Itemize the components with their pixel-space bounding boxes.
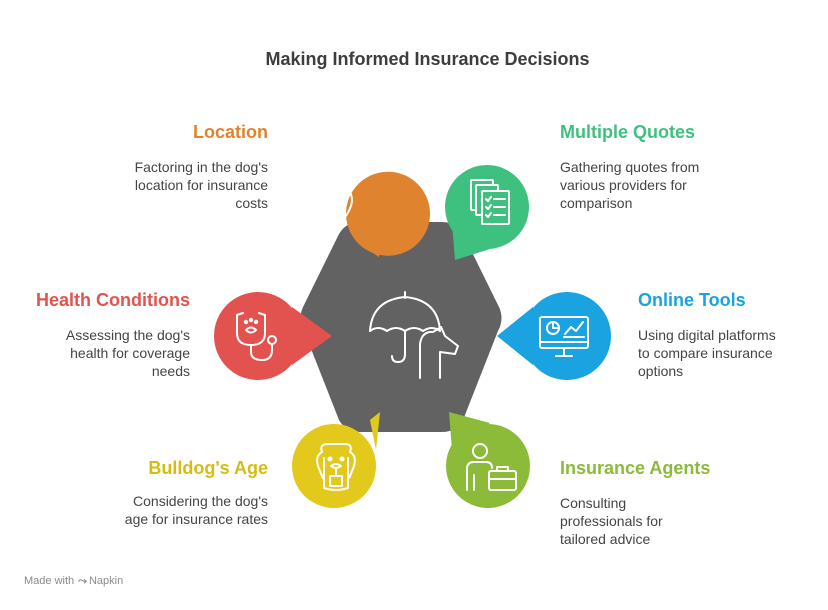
location-description: Factoring in the dog's location for insu… — [135, 158, 268, 212]
stethoscope-icon — [236, 312, 277, 361]
online-tools-description-line: Using digital platforms — [638, 327, 776, 343]
monitor-chart-icon — [539, 316, 589, 357]
brand-label: Napkin — [88, 575, 124, 587]
location-description-line: location for insurance — [134, 177, 268, 193]
health-conditions-description-line: Assessing the dog's — [65, 327, 190, 343]
bulldog-face-icon — [316, 443, 356, 491]
insurance-agents-heading: Insurance Agents — [560, 458, 711, 478]
bulldogs-age-heading: Bulldog's Age — [148, 458, 268, 478]
online-tools-description-line: to compare insurance — [638, 345, 773, 361]
paw-pin-icon — [319, 183, 353, 229]
diagram-title: Making Informed Insurance Decisions — [265, 49, 590, 69]
multiple-quotes-description-line: comparison — [560, 195, 633, 211]
bulldogs-age-description: Considering the dog's age for insurance … — [125, 492, 268, 528]
petal-online-tools — [497, 292, 611, 380]
footer: Made with⤳Napkin — [24, 575, 123, 588]
location-description-line: costs — [235, 195, 268, 211]
online-tools-description-line: options — [638, 363, 684, 379]
health-conditions-heading: Health Conditions — [36, 290, 190, 310]
napkin-logo-icon: ⤳ — [78, 575, 87, 587]
bulldogs-age-description-line: age for insurance rates — [124, 511, 268, 527]
documents-checklist-icon — [470, 179, 510, 225]
online-tools-heading: Online Tools — [638, 290, 746, 310]
multiple-quotes-description-line: Gathering quotes from — [560, 159, 700, 175]
insurance-agents-description: Consulting professionals for tailored ad… — [560, 494, 663, 548]
health-conditions-description: Assessing the dog's health for coverage … — [66, 326, 190, 380]
insurance-agents-description-line: tailored advice — [560, 531, 651, 547]
insurance-agents-description-line: professionals for — [560, 513, 663, 529]
health-conditions-description-line: health for coverage — [70, 345, 190, 361]
petal-insurance-agents — [446, 412, 530, 508]
center-hexagon — [300, 222, 502, 432]
petal-location — [345, 171, 430, 257]
multiple-quotes-description-line: various providers for — [560, 177, 687, 193]
multiple-quotes-heading: Multiple Quotes — [560, 122, 695, 142]
location-description-line: Factoring in the dog's — [134, 159, 268, 175]
location-heading: Location — [193, 122, 268, 142]
petal-bulldogs-age — [292, 412, 380, 508]
petal-health-conditions — [214, 292, 332, 380]
made-with-label: Made with — [24, 575, 75, 587]
online-tools-description: Using digital platforms to compare insur… — [638, 326, 776, 380]
bulldogs-age-description-line: Considering the dog's — [133, 493, 268, 509]
insurance-agents-description-line: Consulting — [560, 495, 627, 511]
multiple-quotes-description: Gathering quotes from various providers … — [560, 158, 699, 212]
agent-briefcase-icon — [466, 443, 517, 491]
health-conditions-description-line: needs — [151, 363, 190, 379]
umbrella-dog-icon — [369, 291, 459, 379]
